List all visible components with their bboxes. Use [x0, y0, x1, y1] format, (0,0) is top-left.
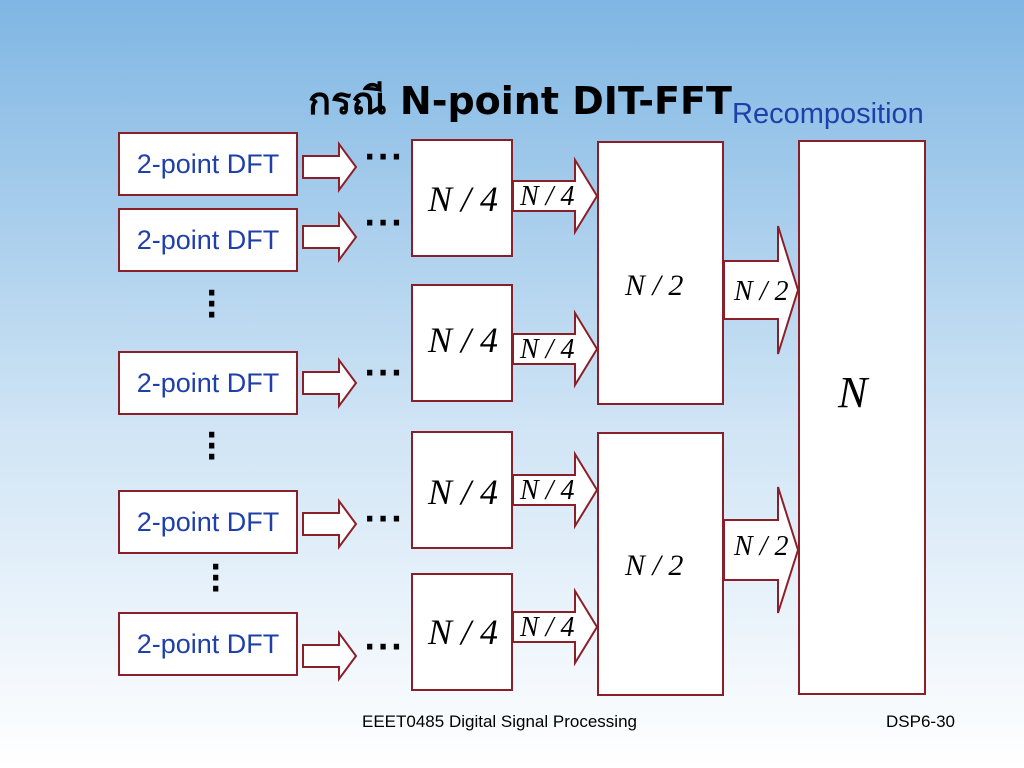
arrow-n4-1 [512, 156, 599, 236]
n4-block-2 [411, 284, 513, 402]
dft-box-5: 2-point DFT [118, 612, 298, 676]
arrow-dft-5 [302, 629, 358, 683]
arrow-dft-3 [302, 356, 358, 410]
slide-title: กรณี N-point DIT-FFT [308, 79, 732, 123]
arrow-label-n4-1: N / 4 [520, 181, 575, 212]
n2-block-label-2: N / 2 [625, 549, 684, 582]
dft-box-4: 2-point DFT [118, 490, 298, 554]
arrow-n2-1 [723, 225, 800, 355]
arrow-label-n4-3: N / 4 [520, 475, 575, 506]
n4-block-label-4: N / 4 [428, 612, 499, 652]
ellipsis-3: ··· [364, 356, 405, 391]
vertical-ellipsis-3: ··· [210, 550, 222, 607]
n4-block-3 [411, 431, 513, 549]
n-block [798, 140, 926, 695]
arrow-label-n2-1: N / 2 [734, 276, 789, 307]
arrow-label-n4-2: N / 4 [520, 334, 575, 365]
n4-block-label-1: N / 4 [428, 179, 499, 219]
footer-course: EEET0485 Digital Signal Processing [362, 712, 637, 731]
footer-page-number: DSP6-30 [886, 712, 955, 731]
arrow-dft-1 [302, 140, 358, 194]
n4-block-label-2: N / 4 [428, 320, 499, 360]
n2-block-label-1: N / 2 [625, 269, 684, 302]
dft-box-3: 2-point DFT [118, 351, 298, 415]
ellipsis-5: ··· [364, 630, 405, 665]
dft-box-1: 2-point DFT [118, 132, 298, 196]
n-block-label: N [838, 368, 868, 417]
vertical-ellipsis-2: ··· [206, 418, 218, 475]
arrow-dft-2 [302, 210, 358, 264]
arrow-label-n2-2: N / 2 [734, 531, 789, 562]
arrow-n4-2 [512, 309, 599, 389]
slide-subtitle: Recomposition [732, 98, 924, 130]
arrow-label-n4-4: N / 4 [520, 612, 575, 643]
vertical-ellipsis-1: ··· [206, 276, 218, 333]
arrow-n4-3 [512, 450, 599, 530]
ellipsis-1: ··· [364, 140, 405, 175]
arrow-n2-2 [723, 486, 800, 614]
n4-block-label-3: N / 4 [428, 472, 499, 512]
dft-box-2: 2-point DFT [118, 208, 298, 272]
arrow-dft-4 [302, 497, 358, 551]
arrow-n4-4 [512, 587, 599, 667]
ellipsis-4: ··· [364, 502, 405, 537]
ellipsis-2: ··· [364, 206, 405, 241]
